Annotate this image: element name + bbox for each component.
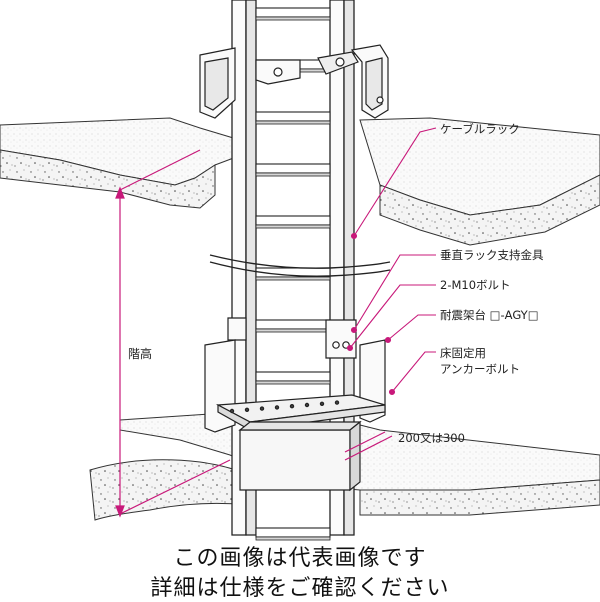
bolt-hole <box>289 404 295 409</box>
footer-note-line2: 詳細は仕様をご確認ください <box>150 576 450 601</box>
upper-floor-slab <box>0 117 600 246</box>
label-floor-height: 階高 <box>128 346 152 361</box>
bolt-hole <box>274 405 280 410</box>
cables <box>209 254 391 277</box>
rack-rung <box>255 267 331 281</box>
rack-rung <box>255 319 331 333</box>
rack-rung <box>255 7 331 21</box>
rack-rung <box>255 527 331 541</box>
label-cable-rack: ケーブルラック <box>440 122 520 136</box>
bolt-hole <box>244 407 250 412</box>
label-anchor-line2: アンカーボルト <box>440 362 520 376</box>
bolt-hole <box>304 402 310 408</box>
label-seismic-base: 耐震架台 □-AGY□ <box>440 308 539 322</box>
rack-rung <box>255 163 331 177</box>
bolt-hole <box>319 401 325 406</box>
label-m10-bolt: 2-M10ボルト <box>440 278 511 292</box>
rack-rung <box>255 371 331 385</box>
rack-rung <box>255 215 331 229</box>
label-vertical-rack-bracket: 垂直ラック支持金具 <box>440 248 544 262</box>
upper-support-bracket <box>199 44 389 119</box>
seismic-base-stand <box>204 339 386 433</box>
bolt-hole <box>334 400 340 405</box>
bolt-hole <box>259 406 265 411</box>
width-dimension <box>344 431 393 461</box>
callout-leaders <box>346 127 437 396</box>
bolt-hole <box>229 408 235 414</box>
label-anchor-line1: 床固定用 <box>440 346 486 360</box>
floor-height-dimension <box>115 149 231 518</box>
label-dimension: 200又は300 <box>398 431 465 445</box>
rack-rung <box>255 111 331 125</box>
footer-note-line1: この画像は代表画像です <box>173 546 427 571</box>
floor-penetration-box <box>238 420 362 492</box>
base-bolt-holes <box>229 400 340 414</box>
